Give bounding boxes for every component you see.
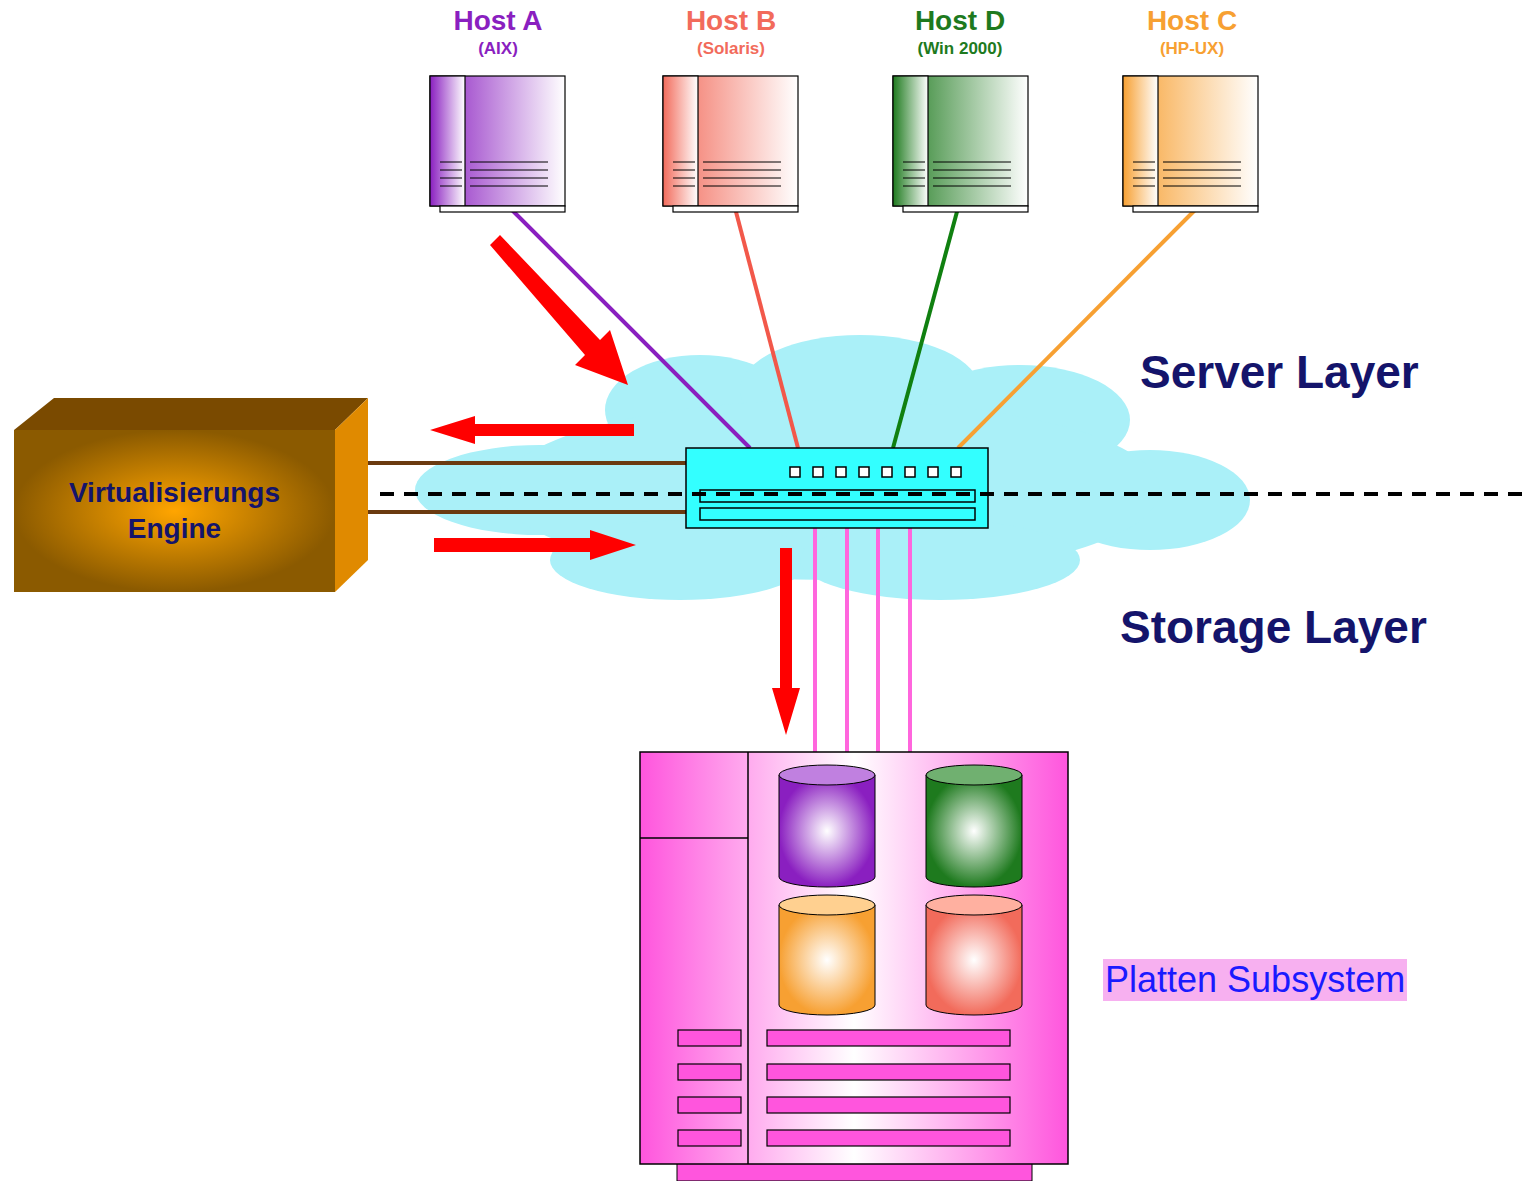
host-box: Host C(HP-UX) (1147, 4, 1237, 60)
disk-subsystem: Platten Subsystem (640, 752, 1068, 1164)
host-os: (HP-UX) (1147, 38, 1237, 60)
host-name: Host D (915, 4, 1005, 38)
host-box: Host B(Solaris) (686, 4, 776, 60)
host-os: (Solaris) (686, 38, 776, 60)
host-name: Host B (686, 4, 776, 38)
host-name: Host C (1147, 4, 1237, 38)
host-name: Host A (453, 4, 542, 38)
layer-label: Storage Layer (1120, 600, 1427, 654)
layer-label: Server Layer (1140, 345, 1419, 399)
host-box: Host A(AIX) (453, 4, 542, 60)
node-text: Virtualisierungs Engine (25, 475, 325, 548)
host-os: (AIX) (453, 38, 542, 60)
engine-box: Virtualisierungs Engine (14, 430, 335, 592)
host-box: Host D(Win 2000) (915, 4, 1005, 60)
subsystem-label: Platten Subsystem (1103, 959, 1407, 1001)
host-os: (Win 2000) (915, 38, 1005, 60)
